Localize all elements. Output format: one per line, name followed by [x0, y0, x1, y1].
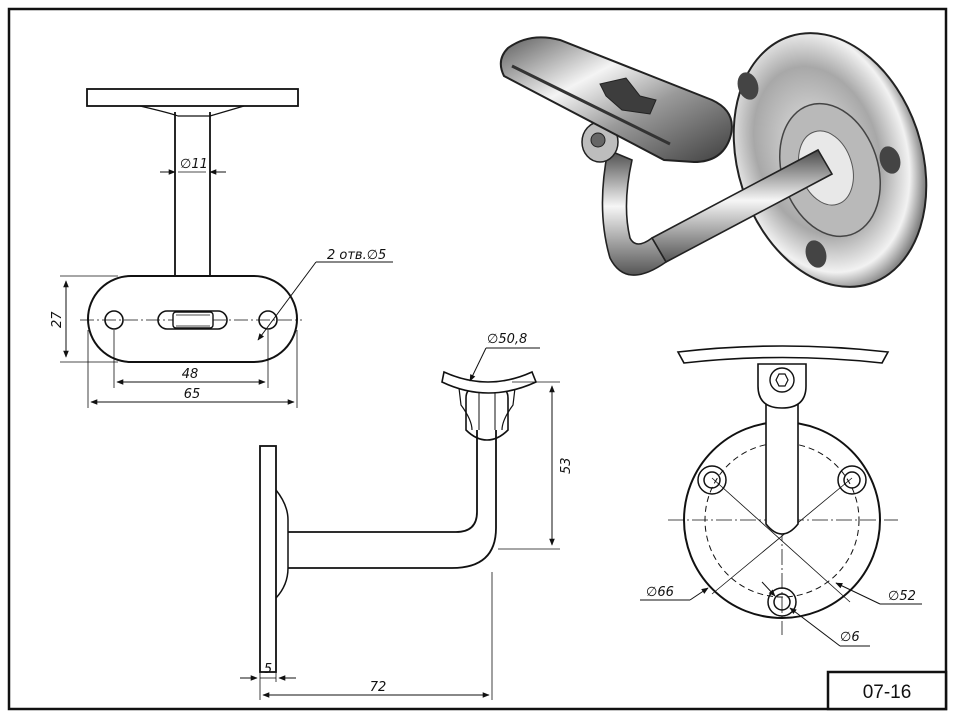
- mount-hole-right: [258, 310, 278, 330]
- front-view: ∅66 ∅52 ∅6: [640, 345, 922, 647]
- height-label: 53: [559, 457, 574, 474]
- plate-length-label: 65: [184, 387, 201, 402]
- hole-spacing-label: 48: [182, 367, 199, 382]
- title-block: 07-16: [826, 670, 948, 711]
- flange-hole-bottom: [767, 587, 797, 617]
- bolt-circle-diameter-label: ∅52: [888, 589, 916, 604]
- drawing-code: 07-16: [863, 682, 912, 703]
- holes-note-label: 2 отв.∅5: [327, 248, 386, 263]
- rod-diameter-label: ∅11: [180, 157, 208, 172]
- drawing-frame: [7, 7, 948, 711]
- hole-diameter-label: ∅6: [840, 630, 860, 645]
- isometric-render: [499, 32, 928, 288]
- projection-label: 72: [370, 680, 387, 695]
- flange-hole-right: [837, 465, 867, 495]
- plate-thickness-label: 5: [264, 662, 272, 677]
- mount-hole-left: [104, 310, 124, 330]
- flange-hole-left: [697, 465, 727, 495]
- flange-diameter-label: ∅66: [646, 585, 674, 600]
- saddle-diameter-label: ∅50,8: [487, 332, 527, 347]
- top-view: ∅11 2 отв.∅5 27 48 65: [50, 88, 393, 408]
- plate-height-label: 27: [50, 311, 65, 328]
- side-view: ∅50,8 53 5 72: [240, 332, 574, 700]
